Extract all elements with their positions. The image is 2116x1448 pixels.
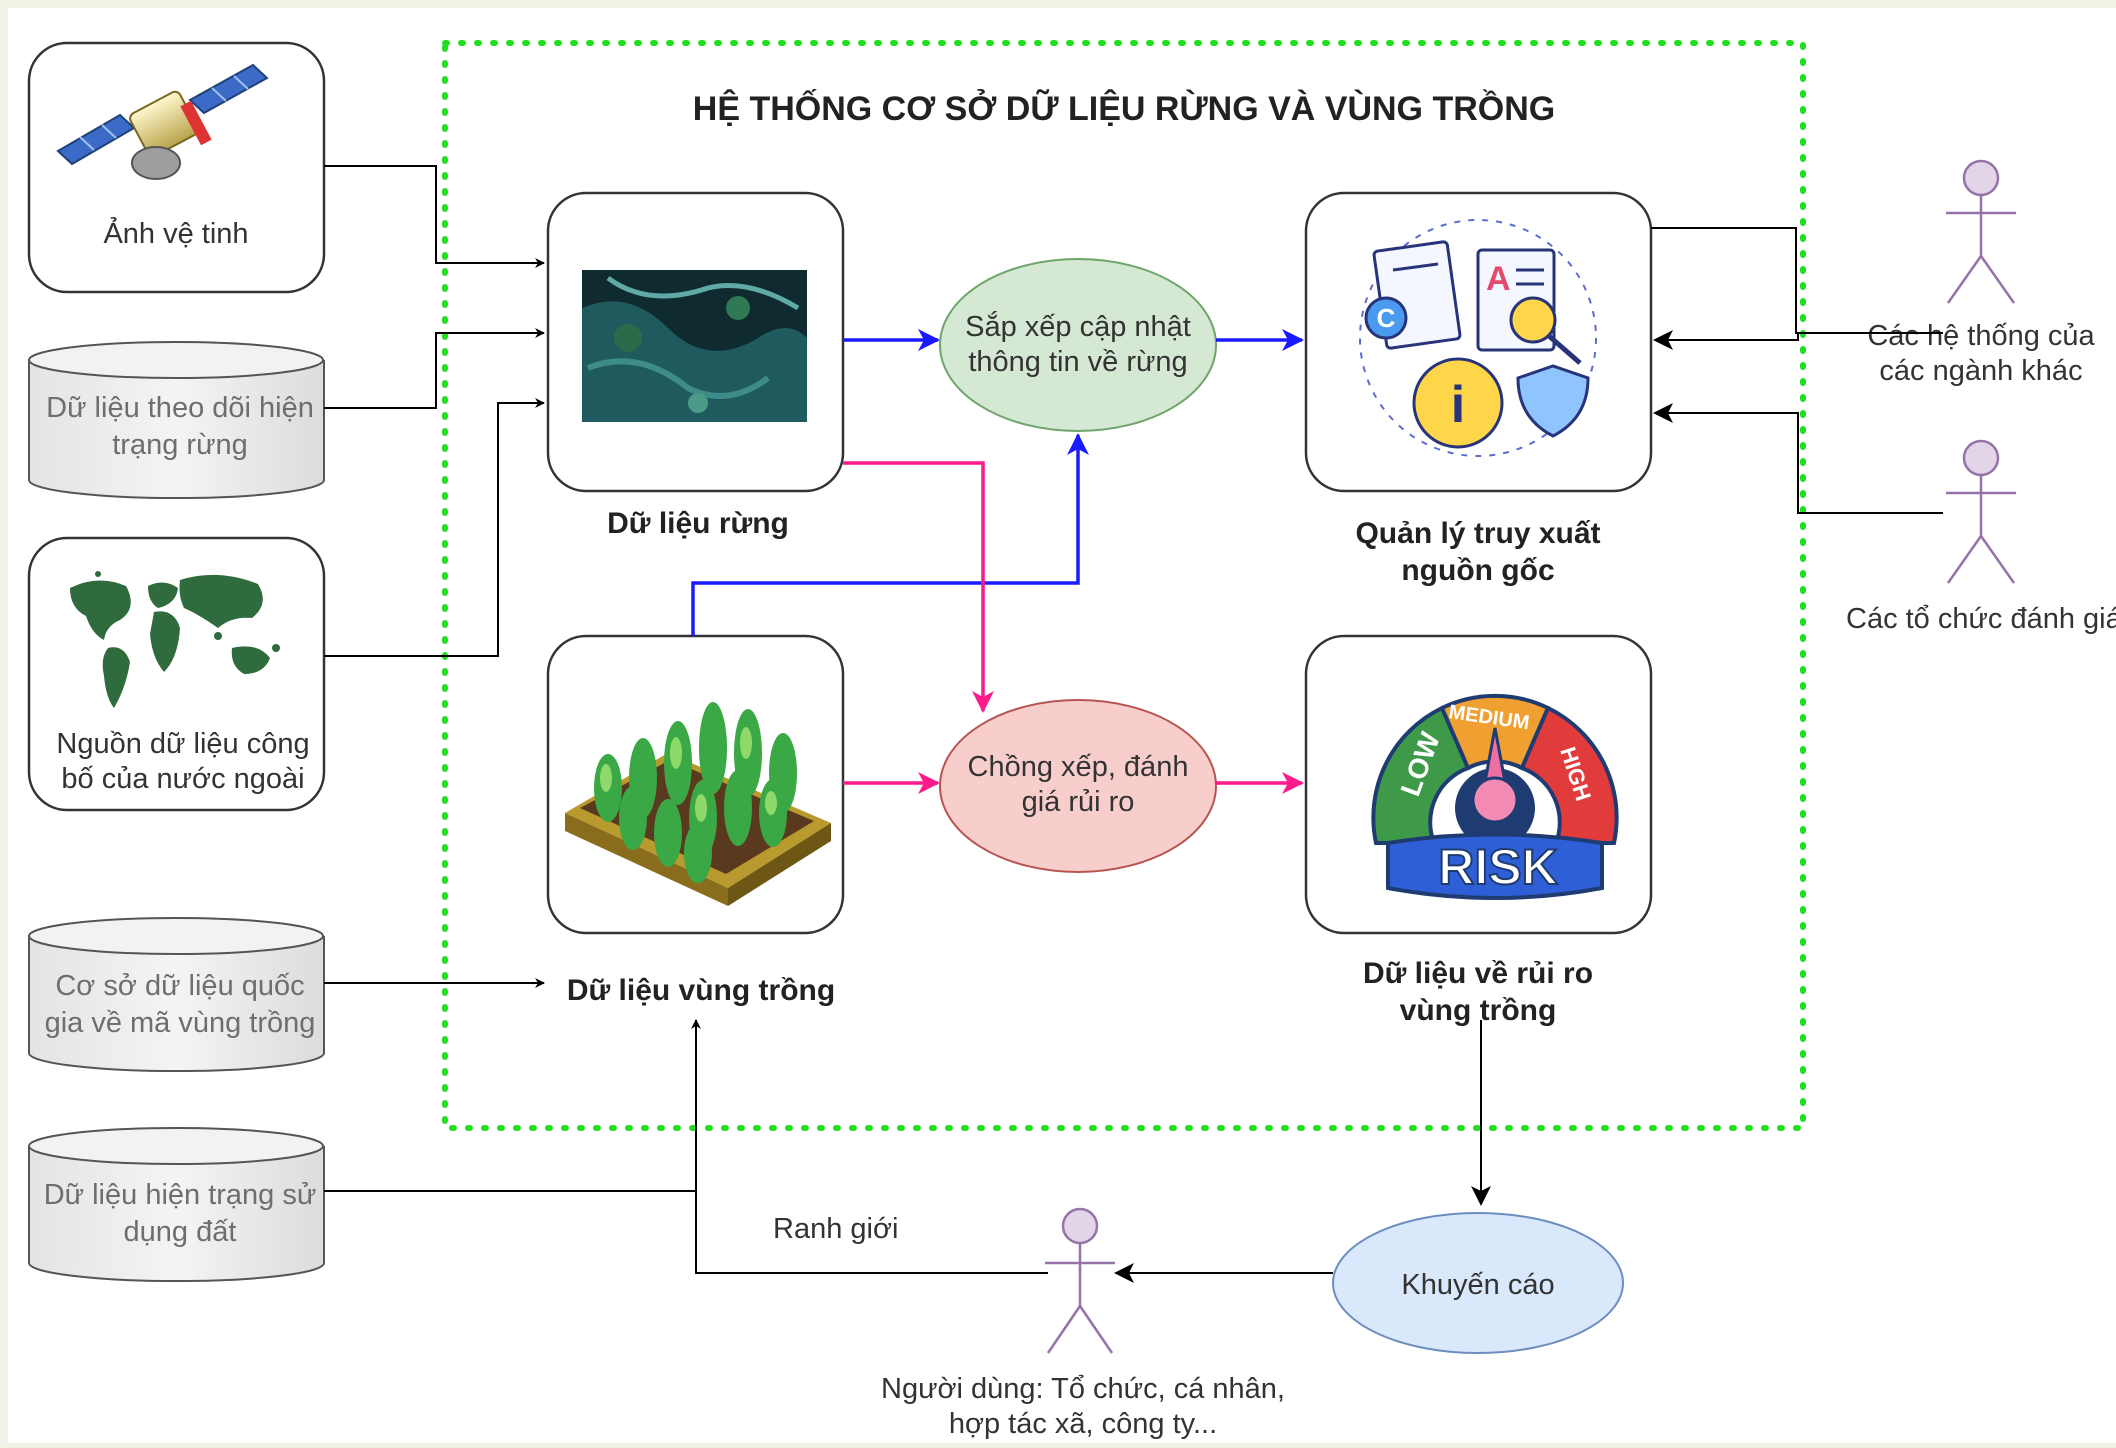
landuse-db: Dữ liệu hiện trạng sử dụng đất (28, 1127, 325, 1283)
overlay-process: Chồng xếp, đánh giá rủi ro (939, 699, 1217, 873)
svg-text:A: A (1486, 260, 1511, 298)
monitoring-to-forest-arrow (324, 328, 545, 409)
satellite-label: Ảnh vệ tinh (103, 216, 248, 250)
risk-label-2: vùng trồng (1400, 994, 1557, 1027)
users-label-1: Người dùng: Tổ chức, cá nhân, (881, 1373, 1285, 1405)
update-label-2: thông tin về rừng (968, 346, 1187, 378)
blue-connectors (691, 329, 1304, 636)
monitoring-db: Dữ liệu theo dõi hiện trạng rừng (28, 341, 325, 500)
gauge-risk-label: RISK (1438, 839, 1557, 895)
overlay-label-1: Chồng xếp, đánh (968, 751, 1189, 783)
risk-label-1: Dữ liệu về rủi ro (1363, 957, 1593, 990)
traceability-node: C A i (1304, 191, 1653, 493)
crop-field-icon (565, 702, 831, 906)
forest-data-label: Dữ liệu rừng (607, 507, 789, 540)
forest-to-overlay-arrow (843, 461, 994, 713)
growing-data-label: Dữ liệu vùng trồng (567, 974, 835, 1007)
update-label-1: Sắp xếp cập nhật (965, 310, 1191, 343)
world-map-icon (70, 571, 280, 708)
other-systems-label-2: các ngành khác (1879, 355, 2082, 387)
black-connectors (324, 165, 1943, 1283)
other-systems-arrow (1653, 330, 1943, 350)
traceability-icon: C A i (1359, 219, 1597, 457)
pink-connectors (843, 461, 1304, 794)
svg-text:i: i (1451, 376, 1465, 434)
national-label-2: gia về mã vùng trồng (45, 1007, 316, 1039)
advice-node: Khuyến cáo (1332, 1212, 1624, 1354)
foreign-label-2: bố của nước ngoài (61, 763, 304, 795)
diagram-svg: HỆ THỐNG CƠ SỞ DỮ LIỆU RỪNG VÀ VÙNG TRỒN… (27, 40, 2116, 1440)
boundary-label: Ranh giới (773, 1213, 898, 1245)
assessors-arrow (1653, 403, 1943, 514)
landuse-label-1: Dữ liệu hiện trạng sử (44, 1179, 317, 1211)
users-label-2: hợp tác xã, công ty... (949, 1408, 1217, 1440)
diagram-canvas: HỆ THỐNG CƠ SỞ DỮ LIỆU RỪNG VÀ VÙNG TRỒN… (8, 8, 2116, 1443)
overlay-label-2: giá rủi ro (1022, 786, 1135, 818)
system-title: HỆ THỐNG CƠ SỞ DỮ LIỆU RỪNG VÀ VÙNG TRỒN… (693, 89, 1555, 128)
foreign-label-1: Nguồn dữ liệu công (56, 728, 309, 760)
other-systems-label-1: Các hệ thống của (1867, 320, 2095, 352)
national-label-1: Cơ sở dữ liệu quốc (55, 970, 304, 1002)
trace-label-1: Quản lý truy xuất (1355, 517, 1600, 550)
national-db: Cơ sở dữ liệu quốc gia về mã vùng trồng (28, 917, 325, 1073)
satellite-to-forest-arrow (324, 165, 545, 268)
trace-label-2: nguồn gốc (1401, 554, 1554, 587)
monitoring-label-1: Dữ liệu theo dõi hiện (46, 392, 314, 424)
advice-label: Khuyến cáo (1401, 1269, 1554, 1301)
landuse-label-2: dụng đất (124, 1216, 237, 1248)
assessors-actor (1946, 439, 2016, 584)
risk-node: LOW MEDIUM HIGH RISK (1304, 634, 1653, 935)
boundary-arrow (691, 1019, 1048, 1274)
growing-data-node (546, 634, 845, 935)
forest-aerial-image (582, 270, 807, 422)
foreign-to-forest-arrow (324, 398, 545, 657)
satellite-source: Ảnh vệ tinh (27, 41, 326, 294)
risk-gauge-icon: LOW MEDIUM HIGH RISK (1371, 693, 1619, 900)
monitoring-label-2: trạng rừng (112, 429, 247, 461)
assessors-label: Các tổ chức đánh giá (1846, 603, 2116, 635)
svg-text:C: C (1377, 303, 1396, 333)
growing-to-update-arrow (691, 433, 1089, 636)
other-systems-line (1651, 227, 1943, 334)
update-process: Sắp xếp cập nhật thông tin về rừng (939, 258, 1217, 432)
system-boundary (442, 40, 1806, 1131)
foreign-source: Nguồn dữ liệu công bố của nước ngoài (27, 536, 326, 812)
other-systems-actor (1946, 159, 2016, 304)
user-actor (1045, 1207, 1115, 1354)
satellite-icon (56, 63, 269, 180)
forest-data-node (546, 191, 845, 493)
